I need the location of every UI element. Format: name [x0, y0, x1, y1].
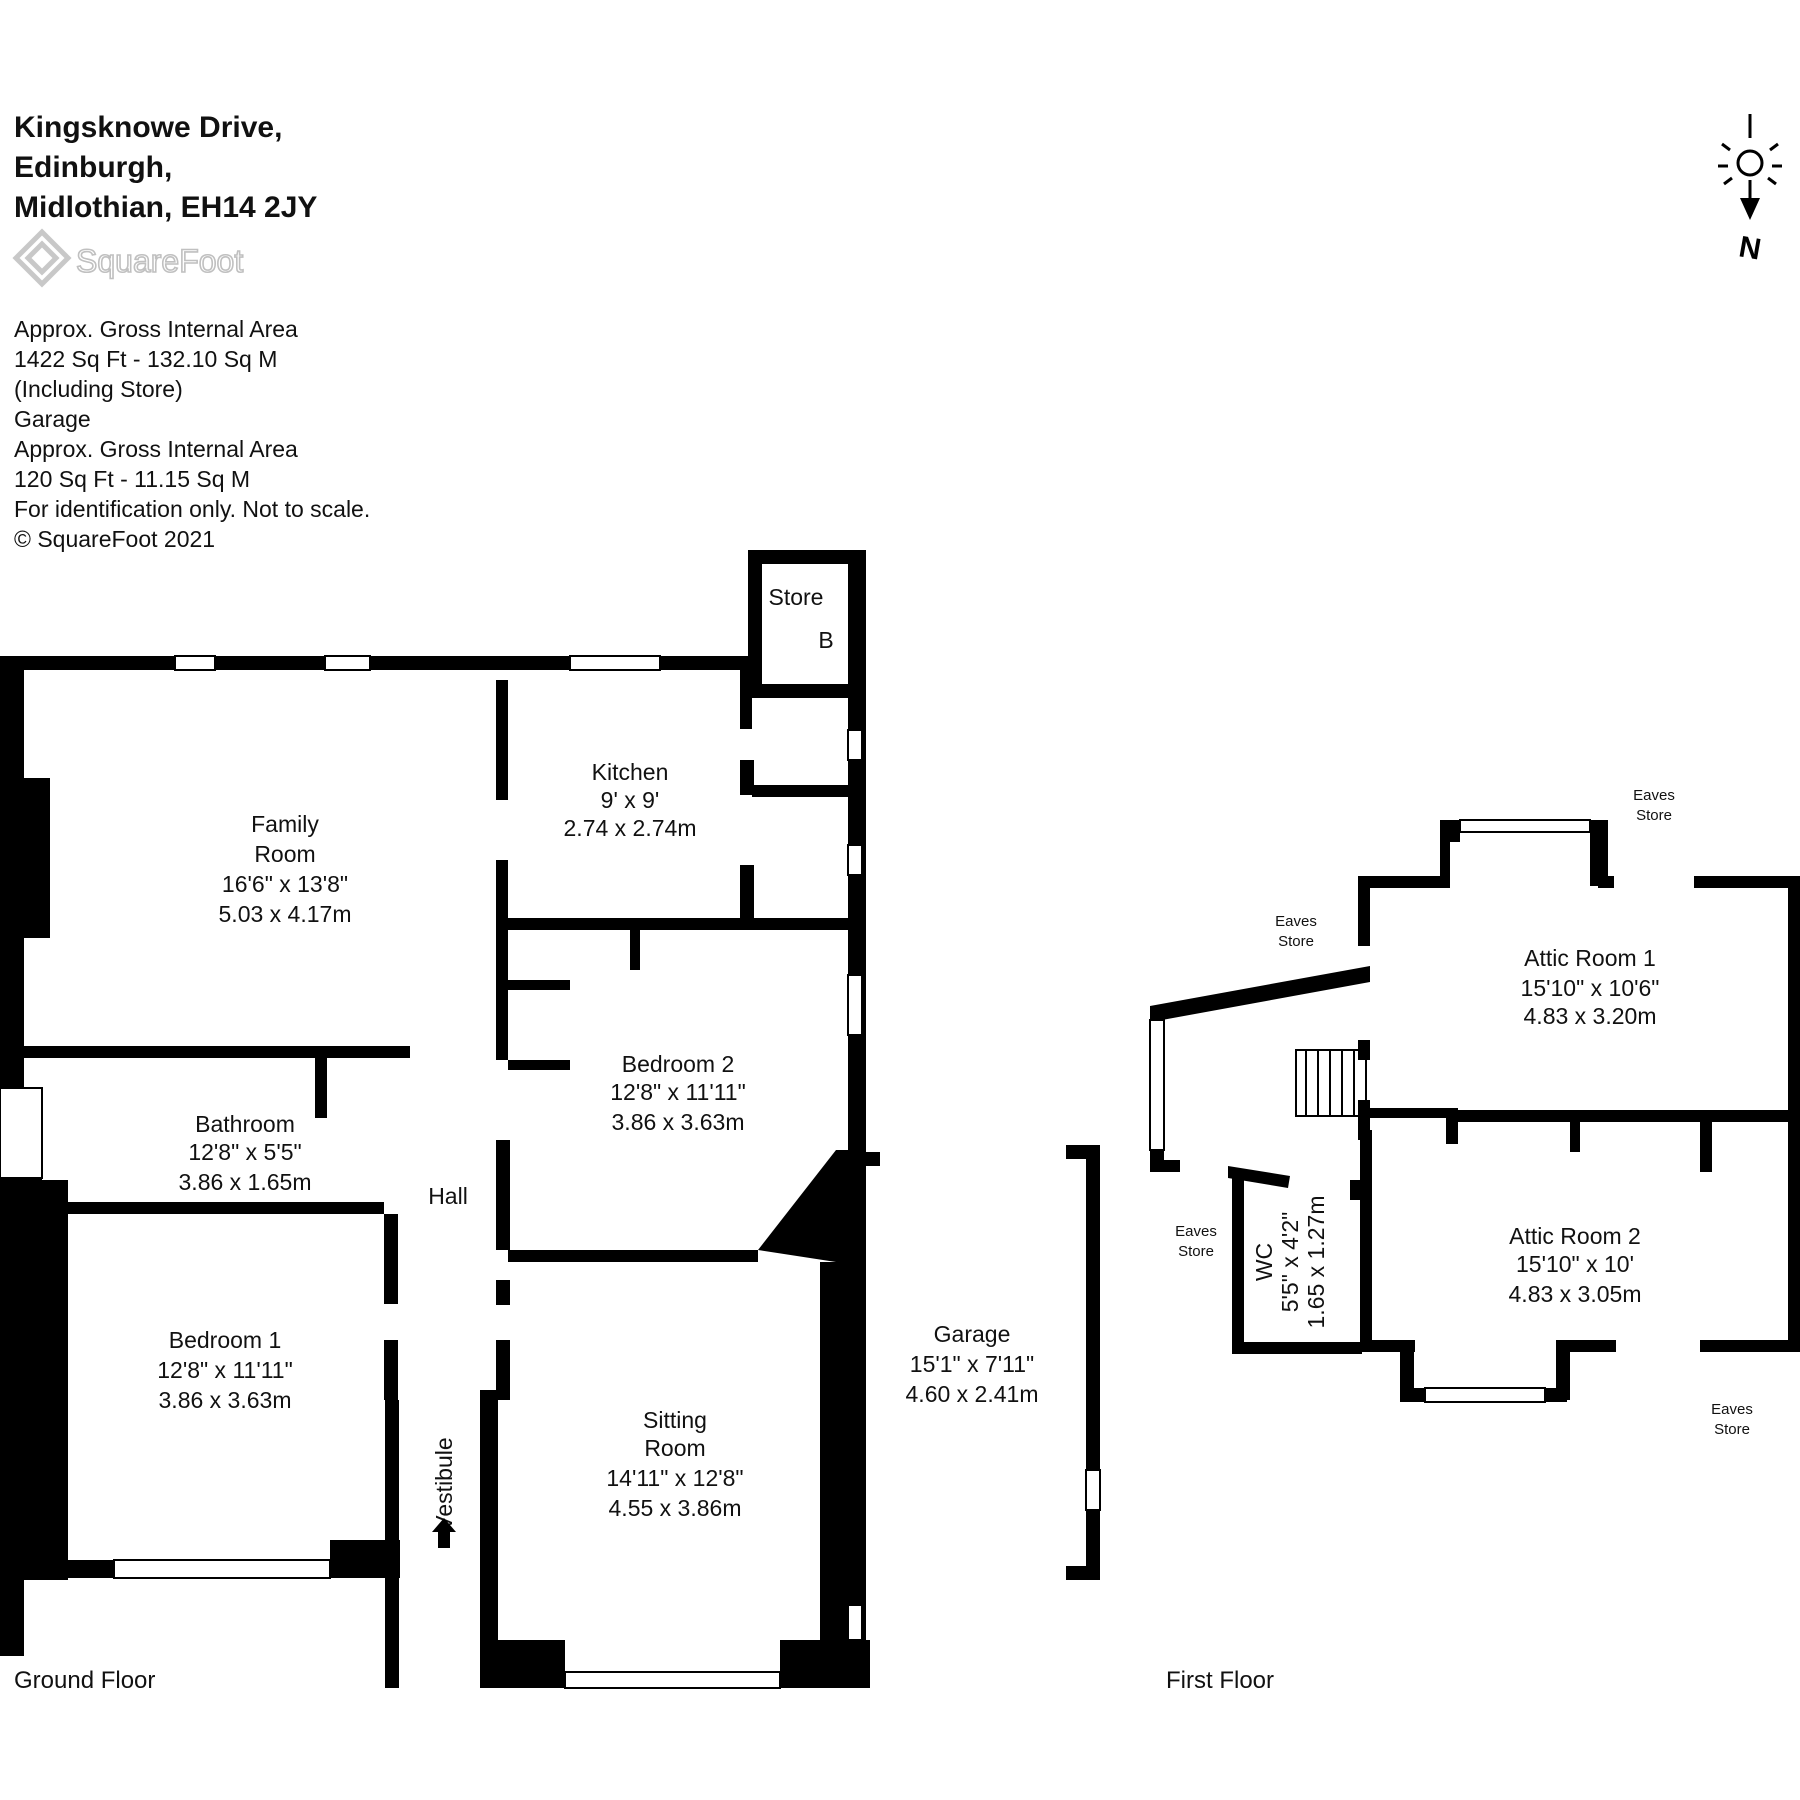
eaves-store-label: Eaves	[1275, 913, 1317, 930]
entrance-arrow-icon	[432, 1518, 456, 1548]
garage-dim-imperial: 15'1" x 7'11"	[910, 1351, 1034, 1377]
garage-label: Garage	[934, 1321, 1011, 1347]
eaves-store-label: Eaves	[1175, 1223, 1217, 1240]
sitting-room-label: Sitting	[643, 1407, 707, 1433]
wc-label: WC	[1251, 1243, 1277, 1281]
area-line: (Including Store)	[14, 376, 183, 402]
eaves-store-label-2: Store	[1278, 933, 1314, 950]
area-line: Approx. Gross Internal Area	[14, 316, 298, 342]
attic-room2-label: Attic Room 2	[1509, 1223, 1641, 1249]
family-room-dim-metric: 5.03 x 4.17m	[219, 901, 352, 927]
bathroom-dim-metric: 3.86 x 1.65m	[179, 1169, 312, 1195]
ground-floor-label: Ground Floor	[14, 1667, 155, 1694]
bedroom1-dim-imperial: 12'8" x 11'11"	[157, 1357, 293, 1383]
address-line-3: Midlothian, EH14 2JY	[14, 191, 318, 224]
area-line: 1422 Sq Ft - 132.10 Sq M	[14, 346, 278, 372]
hall-label: Hall	[428, 1183, 468, 1209]
compass-icon: N	[1718, 114, 1782, 267]
vestibule-label: Vestibule	[431, 1437, 457, 1530]
ground-floor-plan: Store B Kitchen 9' x 9' 2.74 x 2.74m Fam…	[0, 550, 1101, 1689]
first-floor-label: First Floor	[1166, 1667, 1274, 1694]
logo-text: SquareFoot	[76, 243, 243, 279]
area-line: Garage	[14, 406, 91, 432]
first-floor-plan: Attic Room 1 15'10" x 10'6" 4.83 x 3.20m…	[1149, 787, 1800, 1438]
address-line-2: Edinburgh,	[14, 151, 173, 184]
bedroom1-label: Bedroom 1	[169, 1327, 282, 1353]
area-line: Approx. Gross Internal Area	[14, 436, 298, 462]
address-line-1: Kingsknowe Drive,	[14, 111, 283, 144]
bedroom1-dim-metric: 3.86 x 3.63m	[159, 1387, 292, 1413]
eaves-store-label: Eaves	[1633, 787, 1675, 804]
family-room-label: Family	[251, 811, 319, 837]
eaves-store-label-2: Store	[1714, 1421, 1750, 1438]
garage-dim-metric: 4.60 x 2.41m	[906, 1381, 1039, 1407]
bathroom-label: Bathroom	[195, 1111, 295, 1137]
attic-room1-dim-metric: 4.83 x 3.20m	[1524, 1003, 1657, 1029]
store-label: Store	[769, 584, 824, 610]
sitting-room-label-2: Room	[644, 1435, 705, 1461]
family-room-label-2: Room	[254, 841, 315, 867]
area-info: Approx. Gross Internal Area 1422 Sq Ft -…	[14, 314, 370, 554]
attic-room2-dim-metric: 4.83 x 3.05m	[1509, 1281, 1642, 1307]
kitchen-dim-metric: 2.74 x 2.74m	[564, 815, 697, 841]
wc-dim-imperial: 5'5" x 4'2"	[1277, 1212, 1303, 1313]
area-line: For identification only. Not to scale.	[14, 496, 371, 522]
bedroom2-label: Bedroom 2	[622, 1051, 735, 1077]
attic-room1-label: Attic Room 1	[1524, 945, 1656, 971]
area-line: 120 Sq Ft - 11.15 Sq M	[14, 466, 251, 492]
bathroom-dim-imperial: 12'8" x 5'5"	[188, 1139, 301, 1165]
address-block: Kingsknowe Drive, Edinburgh, Midlothian,…	[14, 108, 317, 228]
wc-dim-metric: 1.65 x 1.27m	[1303, 1196, 1329, 1329]
eaves-store-label-2: Store	[1178, 1243, 1214, 1260]
sitting-room-dim-metric: 4.55 x 3.86m	[609, 1495, 742, 1521]
eaves-store-label-2: Store	[1636, 807, 1672, 824]
sitting-room-dim-imperial: 14'11" x 12'8"	[606, 1465, 743, 1491]
kitchen-dim-imperial: 9' x 9'	[601, 787, 660, 813]
bedroom2-dim-imperial: 12'8" x 11'11"	[610, 1079, 746, 1105]
bedroom2-dim-metric: 3.86 x 3.63m	[612, 1109, 745, 1135]
eaves-store-label: Eaves	[1711, 1401, 1753, 1418]
kitchen-label: Kitchen	[592, 759, 669, 785]
stairs-icon	[1295, 1049, 1367, 1117]
area-line: © SquareFoot 2021	[14, 526, 216, 552]
boiler-label: B	[818, 627, 833, 653]
attic-room1-dim-imperial: 15'10" x 10'6"	[1521, 975, 1660, 1001]
family-room-dim-imperial: 16'6" x 13'8"	[222, 871, 348, 897]
attic-room2-dim-imperial: 15'10" x 10'	[1516, 1251, 1634, 1277]
squarefoot-logo: SquareFoot	[12, 228, 244, 288]
